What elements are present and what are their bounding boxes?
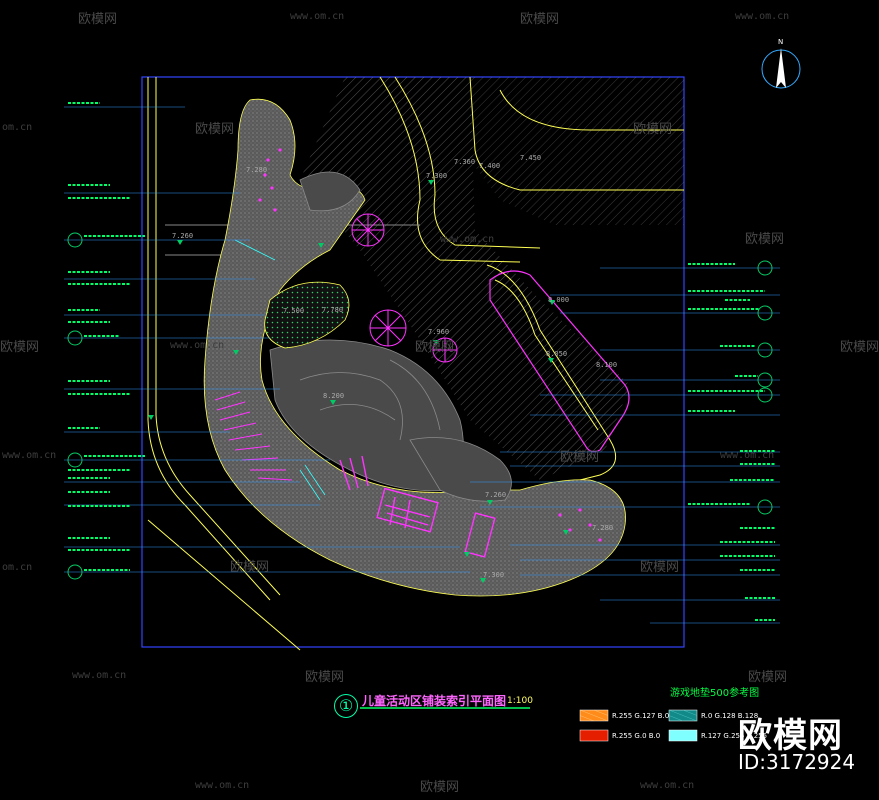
index-circles (67, 232, 773, 580)
elev-8: 7.780 (322, 306, 343, 314)
elev-15: 7.280 (592, 524, 613, 532)
watermark-url: www.om.cn (720, 450, 775, 461)
elev-14: 7.260 (485, 491, 506, 499)
elev-11: 8.050 (546, 350, 567, 358)
watermark-url: www.om.cn (170, 340, 225, 351)
watermark-brand: 欧模网 (840, 340, 879, 355)
elev-5: 7.400 (479, 162, 500, 170)
watermark-url: om.cn (2, 562, 33, 573)
watermark-url: www.om.cn (2, 450, 57, 461)
play-equipment (339, 455, 496, 558)
elev-6: 7.450 (520, 154, 541, 162)
watermark-url: www.om.cn (735, 11, 790, 22)
legend-swatch-3 (579, 729, 609, 742)
watermark-brand: 欧模网 (415, 340, 455, 355)
watermark-brand: 欧模网 (640, 560, 680, 575)
watermark-brand: 欧模网 (78, 12, 118, 27)
drawing-title: 儿童活动区铺装索引平面图 (362, 694, 507, 708)
drawing-scale: 1:100 (507, 696, 533, 706)
legend-title: 游戏地垫500参考图 (670, 688, 760, 699)
hatched-road-area (300, 77, 630, 480)
planting-strip (489, 270, 630, 453)
watermark-brand: 欧模网 (520, 12, 560, 27)
watermark-url: www.om.cn (640, 780, 695, 791)
watermark-url: www.om.cn (72, 670, 127, 681)
legend-label-1: R.255 G.127 B.0 (612, 712, 670, 720)
elev-2: 7.280 (246, 166, 267, 174)
watermark-brand: 欧模网 (420, 780, 460, 795)
cyan-lines (234, 239, 326, 501)
hatched-road-right (470, 77, 684, 225)
drawing-number: ① (334, 694, 358, 718)
elev-16: 7.300 (483, 571, 504, 579)
sand-pit (264, 281, 350, 349)
legend-swatch-4 (668, 729, 698, 742)
legend-label-3: R.255 G.0 B.0 (612, 732, 661, 740)
magenta-steps (214, 391, 293, 481)
legend-swatches (579, 709, 698, 742)
elev-1: 7.260 (172, 232, 193, 240)
legend-label-4: R.127 G.255 B.255 (701, 732, 768, 740)
watermark-brand: 欧模网 (0, 340, 40, 355)
tree-symbols (351, 213, 458, 363)
watermark-brand: 欧模网 (745, 232, 785, 247)
elev-9: 7.960 (428, 328, 449, 336)
watermark-brand: 欧模网 (195, 122, 235, 137)
right-leaders (470, 267, 780, 624)
north-arrow-icon: N (761, 38, 801, 89)
watermark-url: www.om.cn (195, 780, 250, 791)
watermark-brand: 欧模网 (305, 670, 345, 685)
watermark-brand: 欧模网 (230, 560, 270, 575)
elev-12: 8.100 (596, 361, 617, 369)
brand-logo: 欧模网 (738, 716, 843, 756)
watermark-brand: 欧模网 (633, 122, 673, 137)
legend-label-2: R.0 G.128 B.128 (701, 712, 759, 720)
elev-3: 7.300 (426, 172, 447, 180)
elev-10: 8.000 (548, 296, 569, 304)
elev-13: 8.200 (323, 392, 344, 400)
watermark-url: www.om.cn (290, 11, 345, 22)
watermark-brand: 欧模网 (560, 450, 600, 465)
play-structure (269, 171, 512, 502)
elev-4: 7.360 (454, 158, 475, 166)
watermark-url: om.cn (2, 122, 33, 133)
svg-text:N: N (778, 38, 783, 46)
elevation-markers (148, 180, 569, 583)
elevation-labels: 7.260 7.280 7.300 7.360 7.400 7.450 7.50… (172, 154, 617, 579)
annotation-strokes (68, 102, 775, 621)
planting-dots (258, 148, 602, 542)
elev-7: 7.500 (283, 307, 304, 315)
watermark-brand: 欧模网 (748, 670, 788, 685)
watermark-url: www.om.cn (440, 234, 495, 245)
model-id: ID:3172924 (738, 750, 856, 774)
